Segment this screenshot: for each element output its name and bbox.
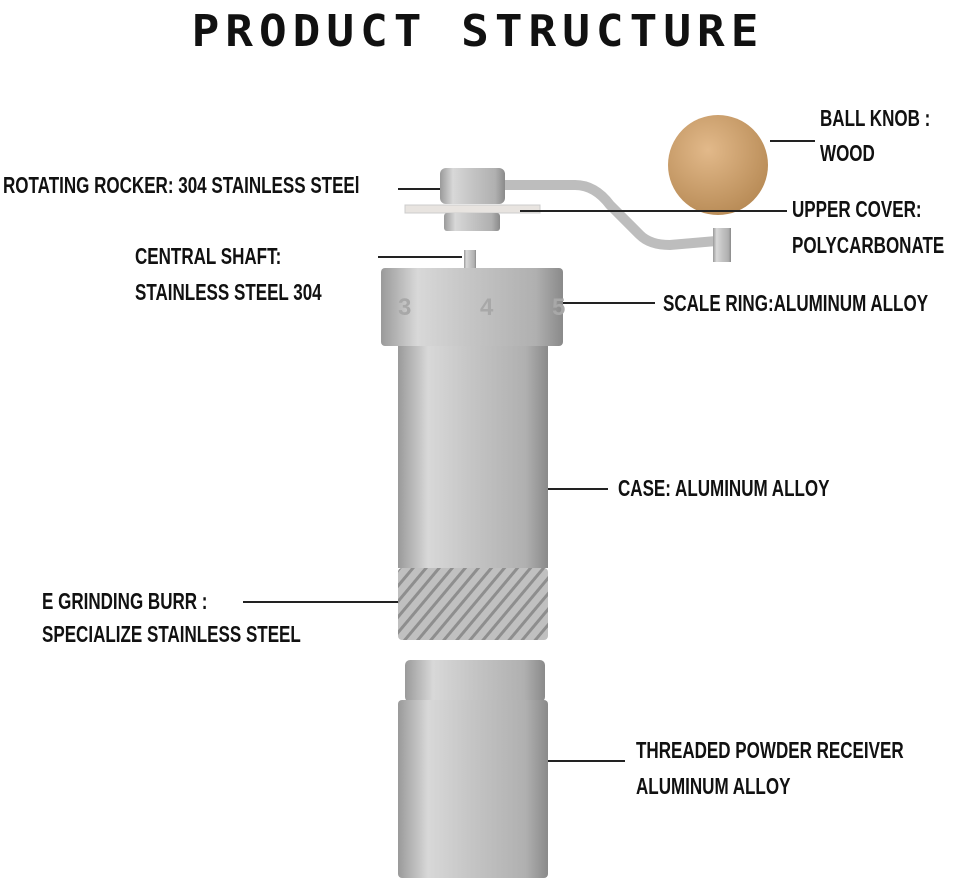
ball-knob-label: BALL KNOB : bbox=[820, 105, 931, 131]
upper-cover bbox=[404, 204, 541, 214]
shaft-leader bbox=[378, 256, 462, 258]
burr-leader bbox=[243, 601, 398, 603]
scale-number: 3 bbox=[398, 294, 411, 321]
ball-knob-leader bbox=[770, 140, 815, 142]
ball-knob-material: WOOD bbox=[820, 140, 875, 166]
central-shaft bbox=[464, 250, 476, 270]
scale-number: 4 bbox=[480, 294, 494, 321]
upper-cover-leader bbox=[520, 210, 787, 212]
scale-ring-label: SCALE RING:ALUMINUM ALLOY bbox=[663, 290, 929, 316]
scale-ring bbox=[381, 268, 563, 346]
crank-arm bbox=[505, 180, 729, 251]
grinding-burr-material: SPECIALIZE STAINLESS STEEL bbox=[42, 621, 301, 647]
scale-number: 5 bbox=[552, 294, 565, 321]
rocker-base bbox=[444, 213, 500, 231]
scale-ring-leader bbox=[563, 302, 655, 304]
page-title: PRODUCT STRUCTURE bbox=[191, 5, 765, 57]
case-leader bbox=[548, 488, 608, 490]
ball-knob bbox=[668, 115, 768, 215]
receiver-label: THREADED POWDER RECEIVER bbox=[636, 737, 904, 763]
central-shaft-material: STAINLESS STEEL 304 bbox=[135, 279, 322, 305]
case bbox=[398, 346, 548, 568]
upper-cover-material: POLYCARBONATE bbox=[792, 232, 945, 258]
rotating-rocker-label: ROTATING ROCKER: 304 STAINLESS STEEl bbox=[3, 172, 360, 198]
rocker-leader bbox=[398, 188, 440, 190]
receiver-material: ALUMINUM ALLOY bbox=[636, 773, 791, 799]
central-shaft-label: CENTRAL SHAFT: bbox=[135, 243, 282, 269]
powder-receiver bbox=[398, 700, 548, 878]
upper-cover-label: UPPER COVER: bbox=[792, 196, 922, 222]
grinding-burr-knurl bbox=[398, 568, 548, 640]
receiver-leader bbox=[548, 760, 625, 762]
case-label: CASE: ALUMINUM ALLOY bbox=[618, 475, 830, 501]
knob-stem bbox=[713, 228, 731, 262]
receiver-rim bbox=[405, 660, 545, 702]
rocker-cap bbox=[440, 168, 505, 204]
grinding-burr-label: E GRINDING BURR : bbox=[42, 588, 208, 614]
